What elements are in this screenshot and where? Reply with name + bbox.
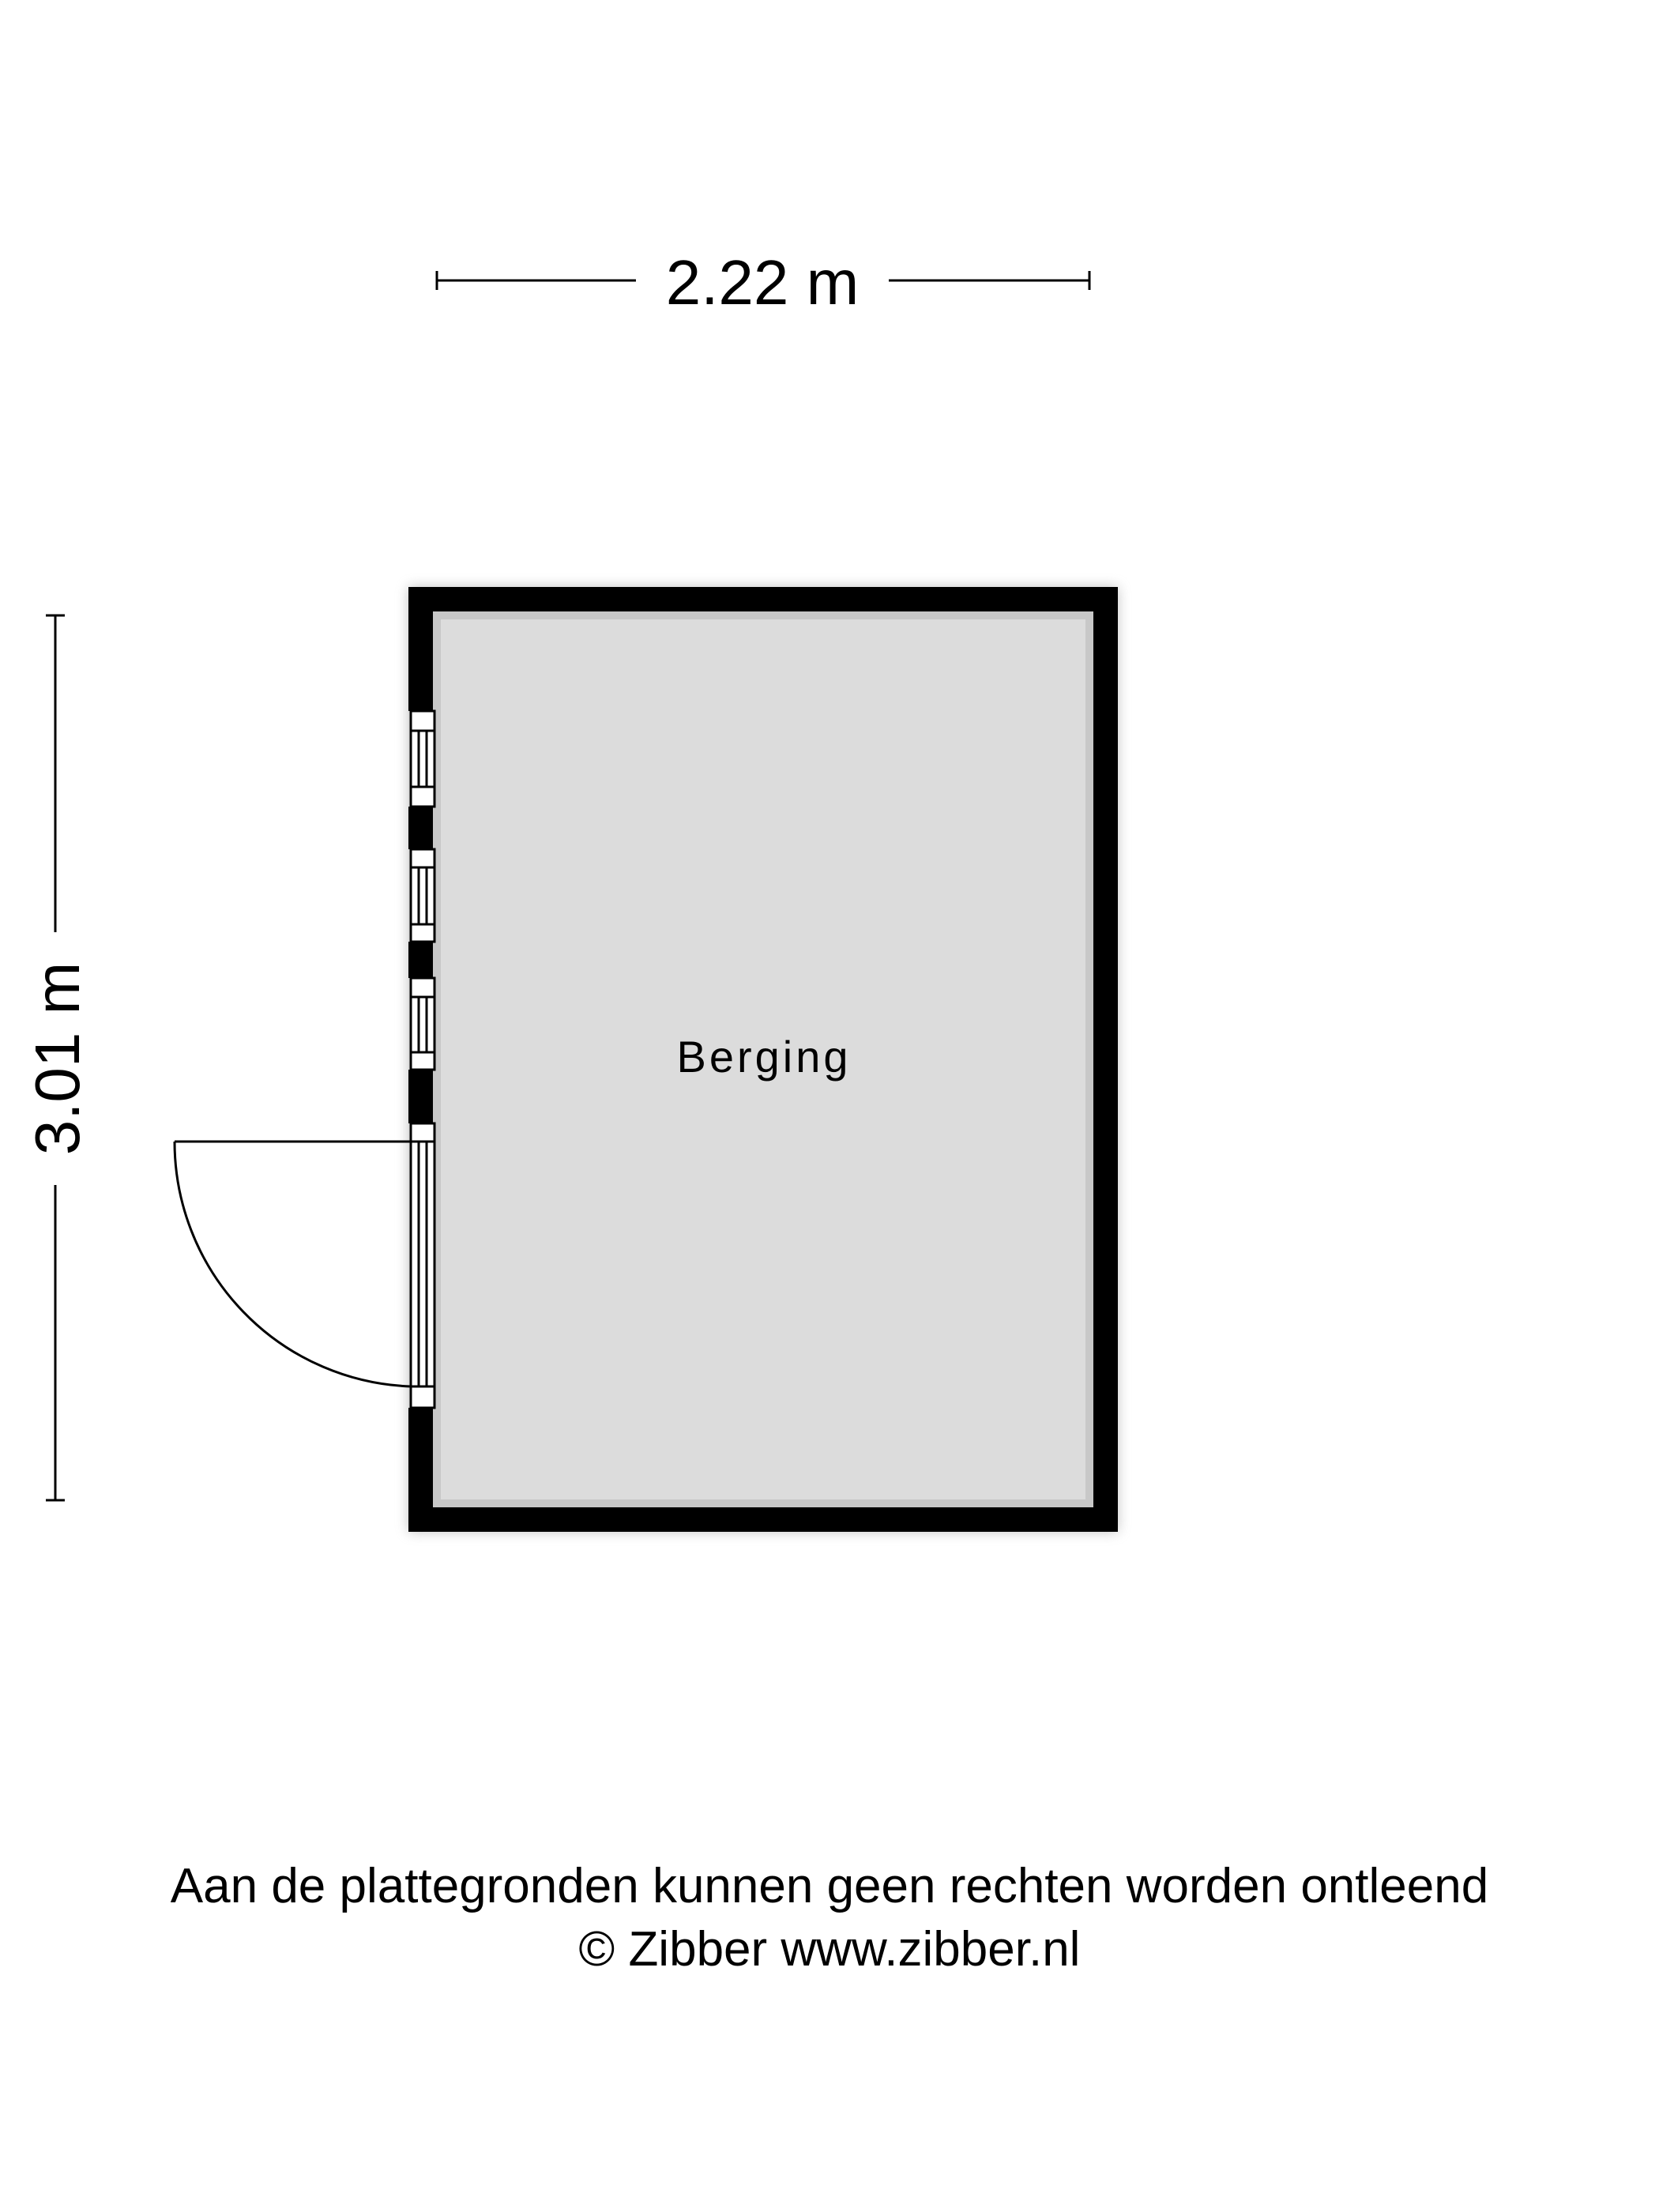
width-label: 2.22 m [666,247,860,318]
window [409,848,436,943]
disclaimer-text: Aan de plattegronden kunnen geen rechten… [170,1859,1489,1913]
window [409,976,436,1071]
copyright-text: © Zibber www.zibber.nl [578,1922,1081,1977]
height-label: 3.01 m [22,962,92,1156]
door [173,1122,436,1409]
height-dimension: 3.01 m [22,614,92,1502]
window [409,709,436,808]
room-label: Berging [676,1032,851,1082]
walls [408,587,1118,1532]
door-swing-arc [173,1141,412,1388]
room-floor [408,587,1118,1532]
windows [409,709,436,1071]
width-dimension: 2.22 m [435,247,1091,318]
